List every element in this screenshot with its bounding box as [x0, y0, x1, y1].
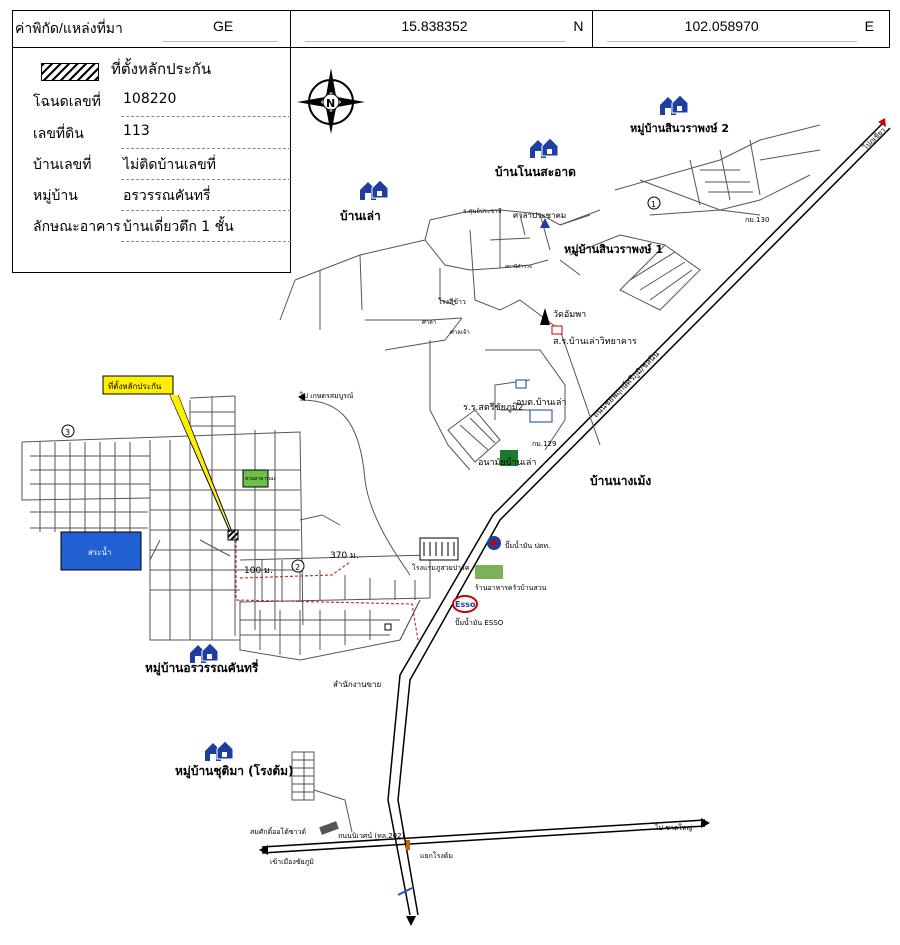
sala-label: ศาลาประชาคม	[513, 211, 566, 220]
latitude-value: 15.838352	[401, 18, 468, 34]
school1-label: ส.ร.บ้านเล่าวิทยาคาร	[553, 336, 637, 347]
highway-label: ถนนชยพฤกษ์ศรีภูมิ/ชลนิน	[590, 348, 662, 420]
info-row: หมู่บ้าน อรวรรณคันทรี่	[13, 185, 292, 217]
road-202	[261, 819, 706, 854]
school-blocks	[447, 409, 501, 463]
km129-label: กม.129	[532, 440, 556, 448]
junction-label: แยกโรงต้ม	[420, 851, 453, 860]
sinvarapong1-village-label: หมู่บ้านสินวราพงษ์ 1	[564, 243, 663, 257]
chutima-village-label: หมู่บ้านชุติมา (โรงต้ม)	[175, 763, 294, 779]
circle-2-label: 2	[295, 563, 300, 572]
info-row: บ้านเลขที่ ไม่ติดบ้านเลขที่	[13, 154, 292, 186]
row-value: บ้านเดี่ยวตึก 1 ชั้น	[123, 219, 234, 235]
orawan-village-label: หมู่บ้านอรวรรณคันทรี่	[145, 659, 259, 676]
row-label: บ้านเลขที่	[33, 157, 92, 173]
info-row: โฉนดเลขที่ 108220	[13, 91, 292, 123]
circle-1-label: 1	[651, 200, 656, 209]
property-info-panel: ที่ตั้งหลักประกัน โฉนดเลขที่ 108220 เลขท…	[12, 47, 291, 273]
car-lot-label: สมศักดิ์ออโต้ซาวด์	[250, 826, 306, 836]
pond	[60, 531, 142, 571]
latitude-dir: N	[573, 18, 584, 34]
coord-label: ค่าพิกัด/แหล่งที่มา	[15, 20, 123, 36]
ptt-label: ปั๊มน้ำมัน ปตท.	[505, 539, 550, 550]
orawan-village-grid	[21, 395, 431, 661]
info-row: ลักษณะอาคาร บ้านเดี่ยวตึก 1 ชั้น	[13, 216, 292, 248]
pond-label: สระน้ำ	[88, 546, 111, 557]
local-roads	[299, 399, 421, 641]
collateral-site-marker	[227, 529, 239, 541]
kalao-label: ศาลา	[422, 319, 436, 326]
sinvarapong-streets	[569, 124, 821, 311]
distance-370-label: 370 ม.	[330, 551, 359, 561]
nonsa-at-village-label: บ้านโนนสะอาด	[495, 164, 576, 179]
coordinate-header: ค่าพิกัด/แหล่งที่มา GE 15.838352 N 102.0…	[12, 10, 890, 48]
to-nakhon-label: ไปนครสวรรค์	[299, 403, 306, 406]
source-value: GE	[213, 18, 234, 34]
rice-mill-label: โรงสีข้าว	[438, 297, 466, 306]
distance-100-label: 100 ม.	[244, 566, 273, 576]
sathan-label: สถานีตำรวจ	[505, 263, 532, 270]
longitude-cell: 102.058970 E	[593, 11, 889, 47]
row-value: 113	[123, 123, 150, 139]
shrine-label: จ.ศุนย์ประชาชี	[463, 207, 502, 215]
shrine2-label: ศาลเจ้า	[450, 329, 470, 336]
to-muang-label: เข้าเมืองชัยภูมิ	[270, 858, 314, 866]
row-label: ลักษณะอาคาร	[33, 219, 121, 235]
row-label: โฉนดเลขที่	[33, 94, 101, 110]
row-value: อรวรรณคันทรี่	[123, 188, 211, 204]
circle-3-label: 3	[65, 428, 70, 437]
collateral-hatch-legend	[41, 63, 99, 81]
hotel-label: โรงแรมภูสวยปาร์ค	[412, 563, 470, 572]
to-phukhiao-label: ไปภูเขียว	[860, 125, 887, 152]
sinvarapong2-village-label: หมู่บ้านสินวราพงษ์ 2	[630, 122, 729, 136]
source-cell: ค่าพิกัด/แหล่งที่มา GE	[13, 11, 292, 47]
wat-label: วัดอัมพา	[553, 310, 586, 320]
collateral-callout	[102, 375, 174, 395]
info-row: เลขที่ดิน 113	[13, 123, 292, 155]
latitude-cell: 15.838352 N	[291, 11, 593, 47]
restaurant-label: ร้านอาหารครัวบ้านสวน	[475, 584, 547, 592]
esso-logo: Esso	[455, 600, 476, 609]
park-label: สวนสาธารณะ	[245, 476, 276, 482]
nangmeng-village-label: บ้านนางเม้ง	[590, 474, 651, 488]
compass-n-label: N	[326, 97, 335, 110]
to-kaset-label: ไป เกษตรสมบูรณ์	[299, 391, 354, 400]
road-202-label: ถนนนิเวศน์ (ทล.202)	[338, 832, 405, 840]
row-value: 108220	[123, 91, 177, 107]
north-compass-icon: N	[297, 68, 365, 134]
ban-lao-roads	[279, 209, 601, 471]
collateral-callout-label: ที่ตั้งหลักประกัน	[108, 380, 162, 391]
row-value: ไม่ติดบ้านเลขที่	[123, 157, 216, 173]
survey-distance-lines	[235, 540, 419, 641]
longitude-dir: E	[864, 18, 875, 34]
highway	[387, 121, 891, 916]
row-label: หมู่บ้าน	[33, 188, 78, 204]
row-label: เลขที่ดิน	[33, 126, 84, 142]
km130-label: กม.130	[745, 216, 769, 224]
lao-village-label: บ้านเล่า	[340, 209, 381, 223]
esso-label: ปั๊มน้ำมัน ESSO	[455, 616, 504, 627]
obt-label: อบต.บ้านเล่า	[516, 397, 566, 408]
park	[242, 469, 269, 488]
school2-label: ร.ร.สตรีชัยภูมิ2	[463, 402, 524, 413]
chutima-streets	[291, 751, 353, 833]
longitude-value: 102.058970	[684, 18, 759, 34]
to-chaiyaphum-label: ไป ชาตใหญ่	[654, 823, 692, 832]
sales-office-label: สำนักงานขาย	[333, 680, 381, 689]
hospital-label: อนามัยบ้านเล่า	[478, 457, 536, 468]
legend-label: ที่ตั้งหลักประกัน	[111, 60, 212, 78]
